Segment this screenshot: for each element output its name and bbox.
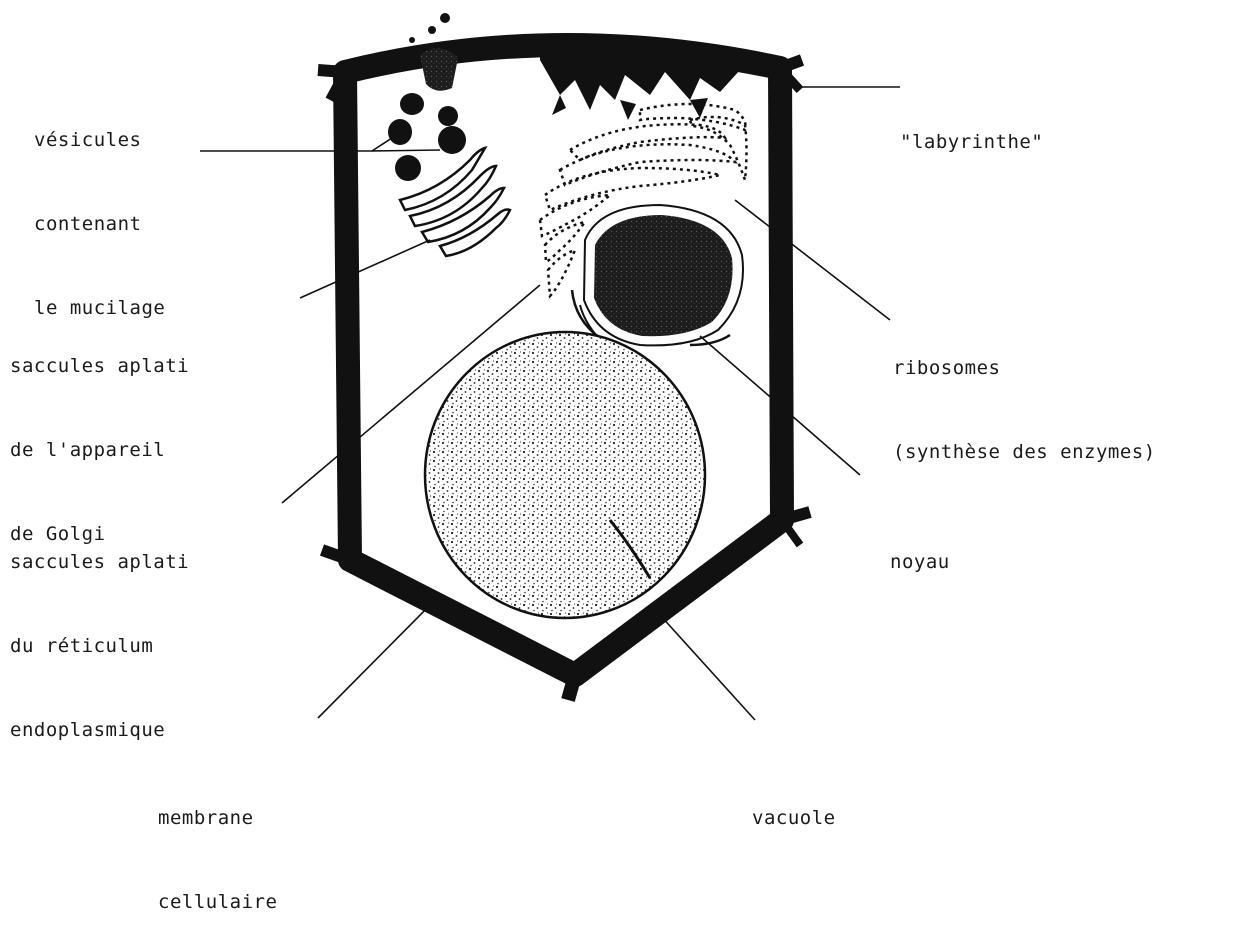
nucleus: [572, 205, 743, 345]
label-vacuole: vacuole: [752, 748, 836, 860]
label-noyau: noyau: [890, 492, 950, 604]
label-membrane: membrane cellulaire: [158, 748, 277, 944]
label-ribosomes: ribosomes (synthèse des enzymes): [893, 298, 1156, 494]
vesicles: [388, 93, 466, 181]
label-labyrinthe: "labyrinthe": [900, 72, 1043, 184]
label-reticulum: saccules aplati du réticulum endoplasmiq…: [10, 492, 189, 772]
cell-diagram: vésicules contenant le mucilage "labyrin…: [0, 0, 1257, 811]
vacuole: [425, 332, 705, 618]
